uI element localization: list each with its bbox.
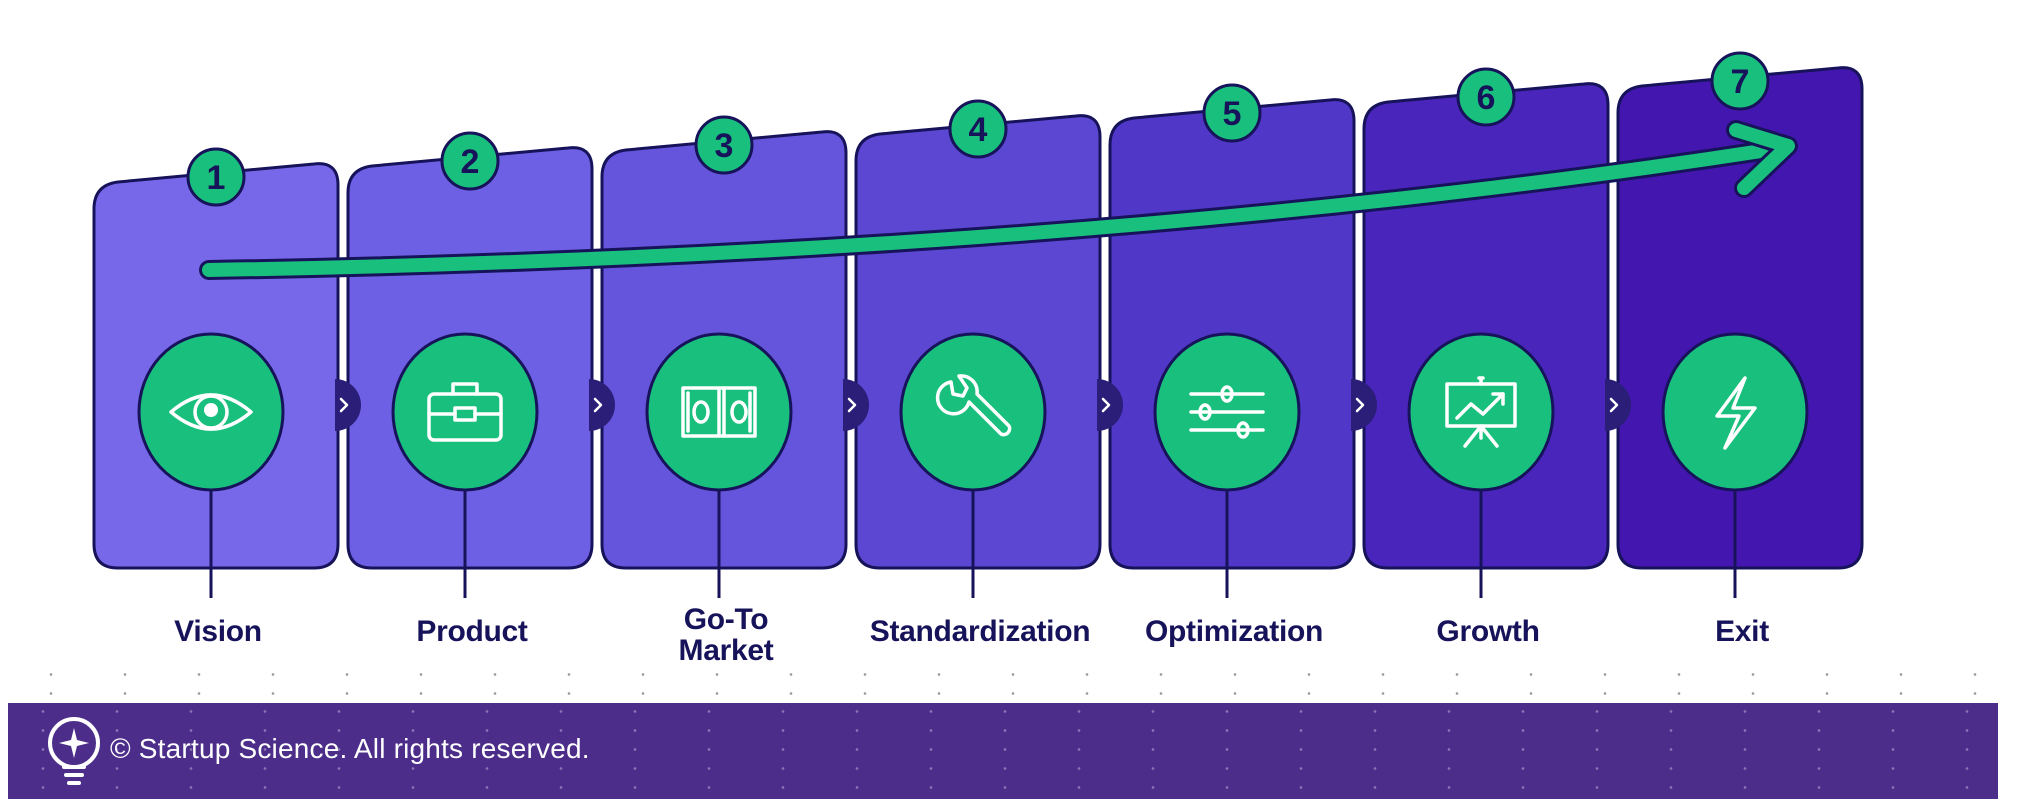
stage-label-line: Standardization — [869, 615, 1091, 648]
stage-label-line: Growth — [1436, 615, 1540, 648]
stage-number: 3 — [715, 127, 734, 165]
stage-label-line: Market — [678, 634, 774, 667]
next-step-chevron-icon — [1351, 379, 1377, 431]
toolbox-icon — [427, 382, 503, 442]
stage-icon-badge — [899, 332, 1047, 492]
stage-number: 1 — [207, 159, 226, 197]
next-step-chevron-icon — [335, 379, 361, 431]
stage-number: 2 — [461, 143, 480, 181]
growth-chart-icon — [1445, 376, 1517, 448]
stage-icon-badge — [1407, 332, 1555, 492]
stage-icon-badge — [1661, 332, 1809, 492]
next-step-chevron-icon — [843, 379, 869, 431]
next-step-chevron-icon — [589, 379, 615, 431]
stage-number: 4 — [969, 111, 988, 149]
stage-icon-badge — [645, 332, 793, 492]
sliders-icon — [1189, 385, 1265, 439]
stage-label-line: Product — [416, 615, 528, 648]
lightning-icon — [1715, 376, 1757, 450]
stage-number-badge: 6 — [1456, 67, 1516, 127]
stage-number-badge: 3 — [694, 115, 754, 175]
stage-label: Product — [342, 616, 602, 647]
stage-label: Vision — [88, 616, 348, 647]
copyright-text: © Startup Science. All rights reserved. — [110, 733, 590, 764]
stage-label-line: Go-To — [683, 603, 769, 636]
next-step-chevron-icon — [1097, 379, 1123, 431]
stage-label: Exit — [1612, 616, 1872, 647]
stage-number-badge: 5 — [1202, 83, 1262, 143]
stage-label-line: Vision — [174, 615, 262, 648]
stage-number: 5 — [1223, 95, 1242, 133]
footer: © Startup Science. All rights reserved. — [8, 703, 1998, 799]
stage-number-badge: 2 — [440, 131, 500, 191]
eye-icon — [169, 393, 253, 431]
stage-number-badge: 1 — [186, 147, 246, 207]
next-step-chevron-icon — [1605, 379, 1631, 431]
stage-label-line: Exit — [1715, 615, 1769, 648]
stage-number-badge: 7 — [1710, 51, 1770, 111]
stage-label: Standardization — [850, 616, 1110, 647]
footer-bar-dots — [8, 703, 1998, 799]
lightbulb-logo-icon — [48, 717, 100, 785]
money-icon — [681, 386, 757, 438]
stage-label: Optimization — [1104, 616, 1364, 647]
stage-number: 6 — [1477, 79, 1496, 117]
stage-label-line: Optimization — [1144, 615, 1324, 648]
progress-arrow — [199, 120, 1798, 280]
stage-card — [1616, 66, 1864, 570]
stage-number: 7 — [1731, 63, 1750, 101]
stage-icon-badge — [1153, 332, 1301, 492]
stage-number-badge: 4 — [948, 99, 1008, 159]
wrench-icon — [935, 374, 1012, 437]
stage-label: Growth — [1358, 616, 1618, 647]
stage-card — [1362, 82, 1610, 570]
stage-icon-badge — [137, 332, 285, 492]
stage-icon-badge — [391, 332, 539, 492]
